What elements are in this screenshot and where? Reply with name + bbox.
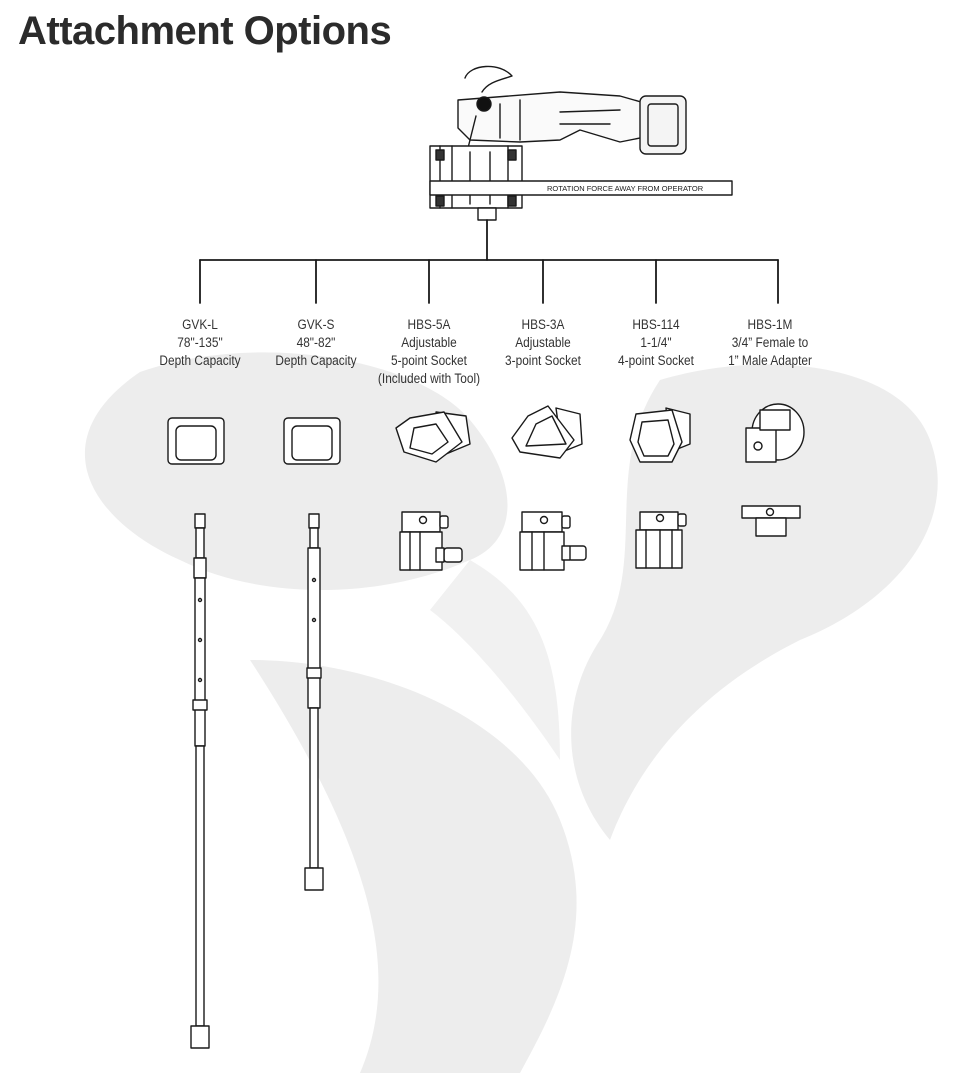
model-name: HBS-1M (747, 317, 793, 332)
note: (Included with Tool) (377, 371, 481, 386)
spec-line: Adjustable (515, 335, 571, 350)
description: 1” Male Adapter (728, 353, 812, 368)
hbs-114-side-view (635, 511, 687, 569)
attachment-label-hbs-5a: HBS-5A Adjustable 5-point Socket (Includ… (363, 316, 495, 388)
spec-line: Adjustable (401, 335, 457, 350)
model-name: GVK-S (297, 317, 335, 332)
hbs-1m-side-view (741, 505, 801, 537)
gvk-s-end-icon (283, 417, 341, 465)
square-socket-icon (629, 407, 691, 463)
adapter-icon (745, 403, 805, 463)
connector-lines (199, 219, 779, 304)
page-title: Attachment Options (18, 9, 392, 53)
description: 4-point Socket (618, 353, 694, 368)
description: Depth Capacity (159, 353, 241, 368)
rotation-direction-label: ROTATION FORCE AWAY FROM OPERATOR (547, 184, 704, 193)
attachment-label-hbs-1m: HBS-1M 3/4” Female to 1” Male Adapter (704, 316, 836, 370)
attachment-label-hbs-114: HBS-114 1-1/4" 4-point Socket (590, 316, 722, 370)
description: 5-point Socket (391, 353, 467, 368)
gvk-l-end-icon (167, 417, 225, 465)
spec-line: 3/4” Female to (731, 335, 809, 350)
model-name: GVK-L (182, 317, 218, 332)
model-name: HBS-3A (521, 317, 565, 332)
pentagon-socket-icon (395, 411, 471, 463)
description: Depth Capacity (275, 353, 357, 368)
drill-tool-illustration (429, 65, 733, 221)
description: 3-point Socket (505, 353, 581, 368)
triangle-socket-icon (511, 405, 583, 459)
spec-line: 1-1/4" (640, 335, 672, 350)
spec-line: 48"-82" (296, 335, 336, 350)
model-name: HBS-5A (407, 317, 451, 332)
attachment-label-gvk-l: GVK-L 78"-135" Depth Capacity (134, 316, 266, 370)
gvk-s-rod (304, 513, 324, 891)
watermark-center (430, 560, 560, 760)
watermark-bottom-petal (250, 660, 577, 1073)
spec-line: 78"-135" (177, 335, 223, 350)
attachment-label-hbs-3a: HBS-3A Adjustable 3-point Socket (477, 316, 609, 370)
watermark-right-petal (571, 364, 938, 840)
attachment-label-gvk-s: GVK-S 48"-82" Depth Capacity (250, 316, 382, 370)
hbs-5a-side-view (399, 511, 463, 571)
hbs-3a-side-view (519, 511, 587, 571)
model-name: HBS-114 (632, 317, 680, 332)
gvk-l-rod (190, 513, 210, 1049)
